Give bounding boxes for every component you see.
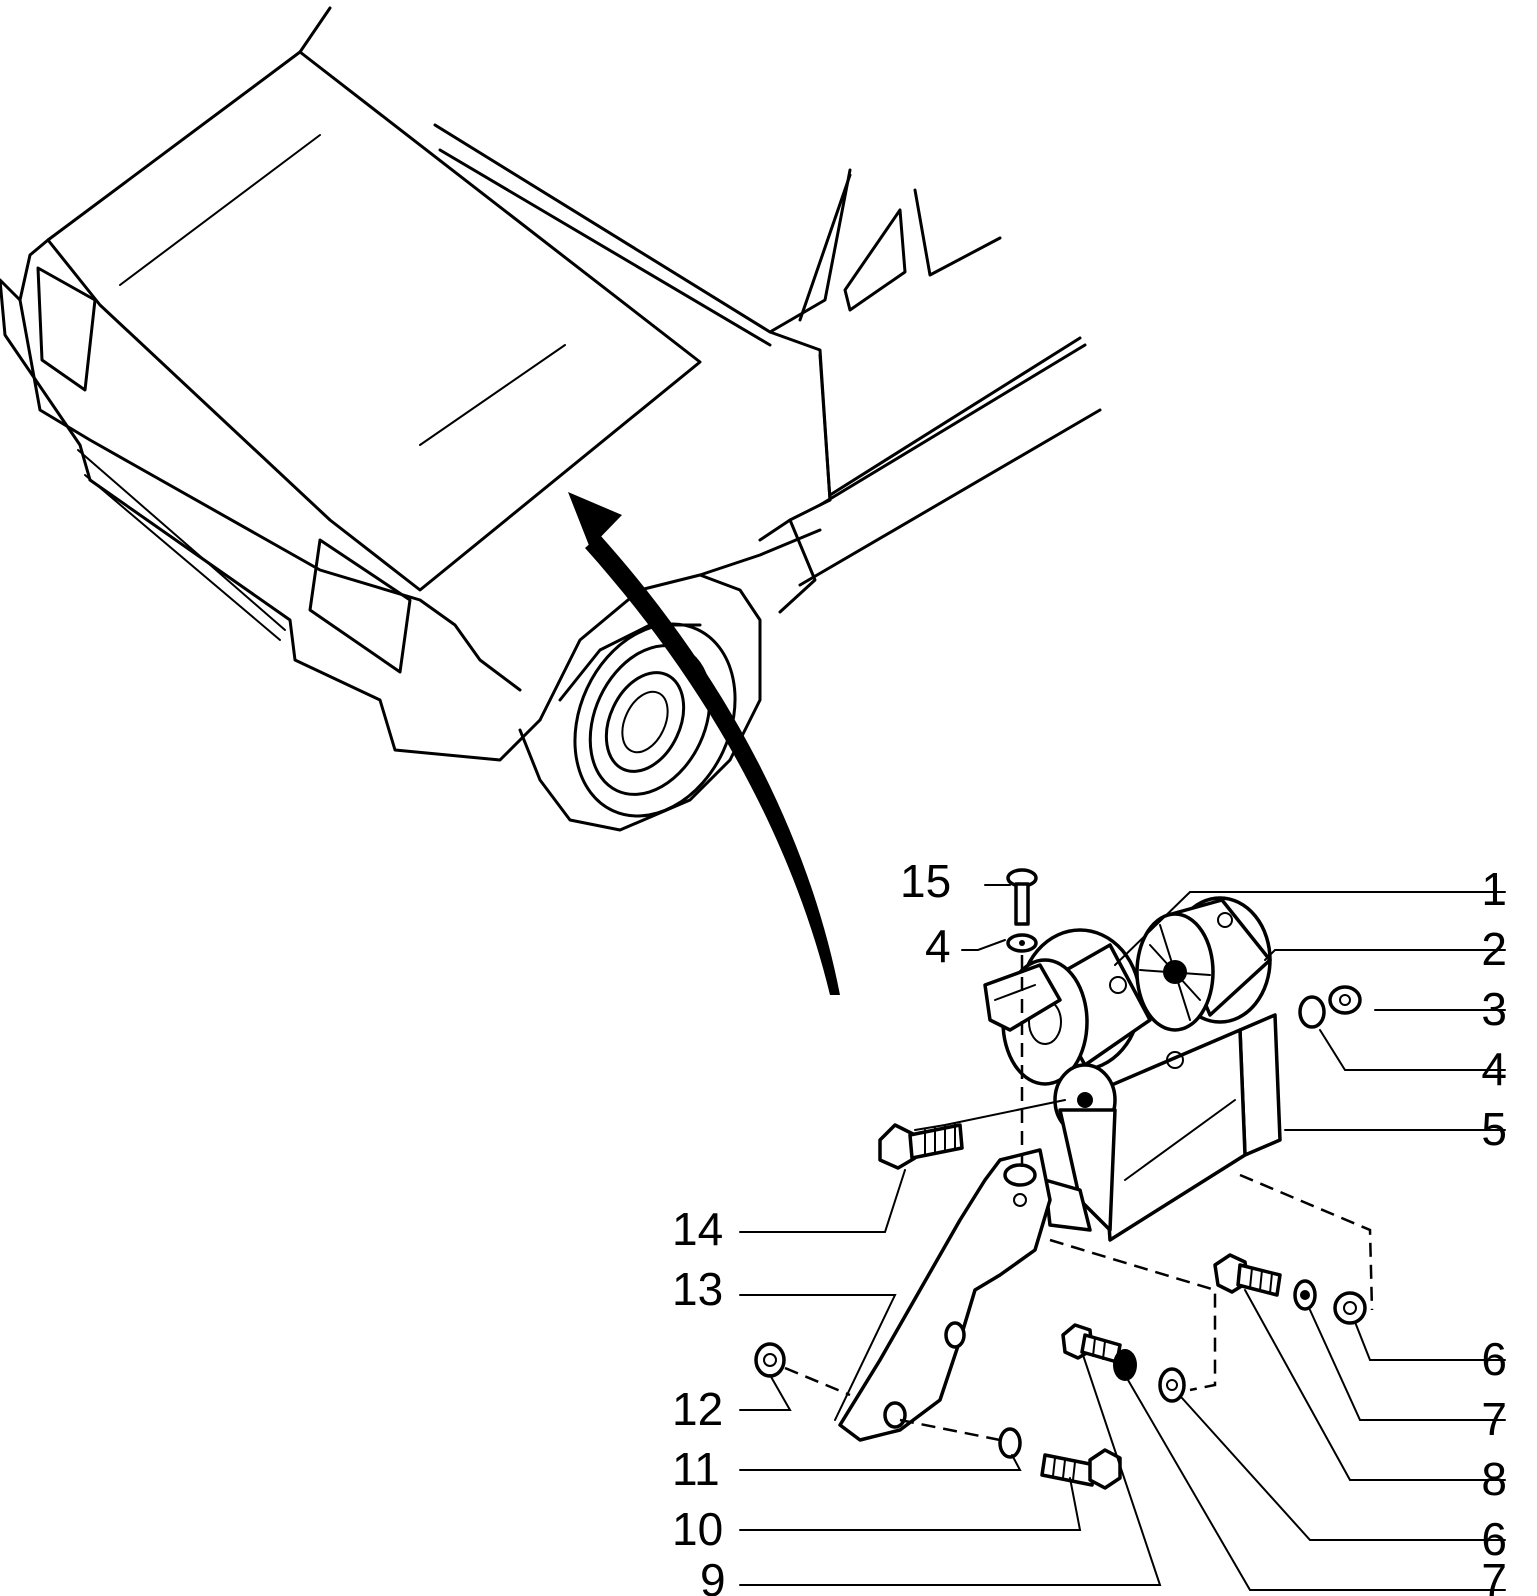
callout-2: 2	[1481, 923, 1507, 975]
engine-mount-assembly	[754, 868, 1374, 1490]
callout-14: 14	[672, 1203, 723, 1255]
callout-5: 5	[1481, 1103, 1507, 1155]
rubber-mount-2	[1135, 896, 1272, 1032]
callout-10: 10	[672, 1503, 723, 1555]
callout-6-lower: 6	[1481, 1513, 1507, 1565]
callout-7-upper: 7	[1481, 1393, 1507, 1445]
location-arrow	[568, 492, 840, 995]
callout-9: 9	[700, 1554, 726, 1596]
callout-4-top: 4	[925, 920, 951, 972]
callout-6-upper: 6	[1481, 1333, 1507, 1385]
callout-8: 8	[1481, 1453, 1507, 1505]
callout-12: 12	[672, 1383, 723, 1435]
rubber-mount-1	[1001, 928, 1152, 1086]
leader-lines	[739, 884, 1506, 1591]
callout-labels: 15 4 1 2 3 4 5 14 13 12 11 10 9 6 7 8 6 …	[672, 855, 1507, 1596]
callout-7-lower: 7	[1481, 1554, 1507, 1596]
bracket-5	[1053, 1013, 1282, 1242]
callout-4-right: 4	[1481, 1043, 1507, 1095]
callout-13: 13	[672, 1263, 723, 1315]
car-illustration	[0, 6, 1102, 832]
callout-3: 3	[1481, 983, 1507, 1035]
callout-11: 11	[672, 1443, 720, 1495]
callout-15: 15	[900, 855, 951, 907]
callout-1: 1	[1481, 863, 1507, 915]
